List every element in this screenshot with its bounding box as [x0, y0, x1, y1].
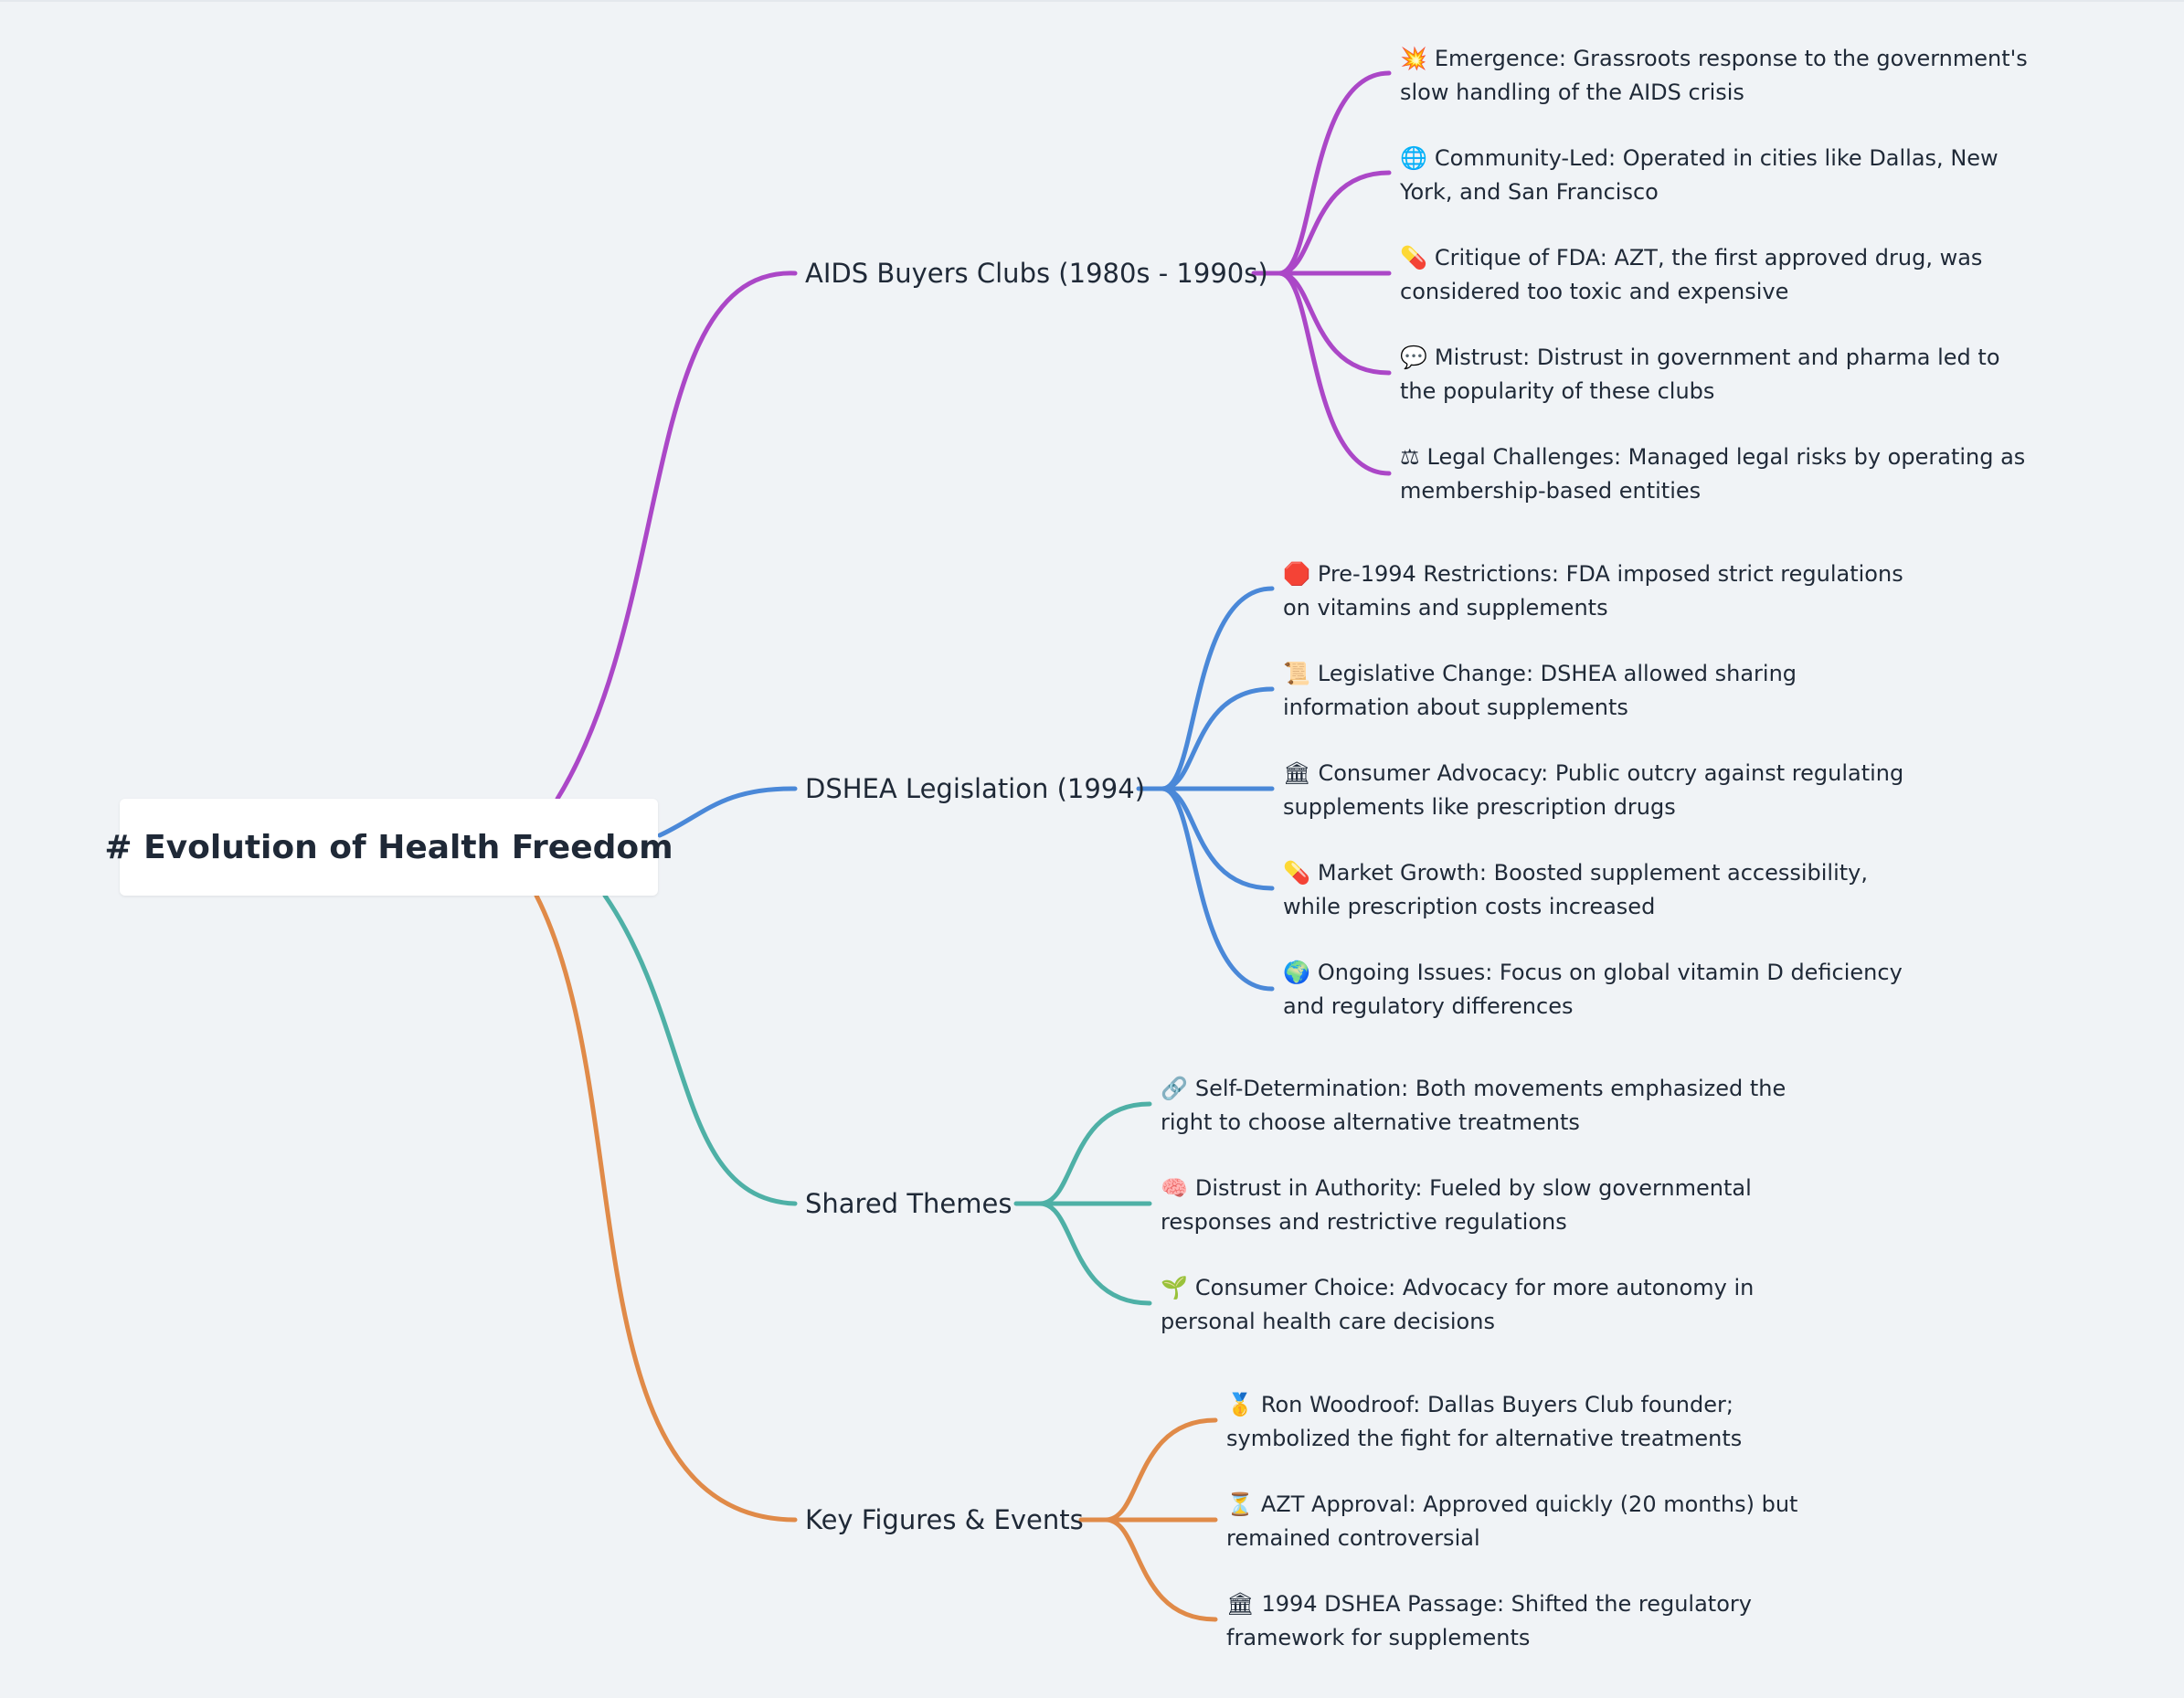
leaf-text: AZT Approval: Approved quickly (20 month… — [1226, 1491, 1798, 1551]
leaf-legislative-change[interactable]: 📜Legislative Change: DSHEA allowed shari… — [1283, 657, 1923, 725]
leaf-consumer-choice[interactable]: 🌱Consumer Choice: Advocacy for more auto… — [1161, 1271, 1800, 1339]
branch-shared-themes[interactable]: Shared Themes — [805, 1182, 1012, 1226]
leaf-self-determination[interactable]: 🔗Self-Determination: Both movements emph… — [1161, 1072, 1800, 1140]
pill-icon: 💊 — [1283, 860, 1310, 886]
leaf-emergence[interactable]: 💥Emergence: Grassroots response to the g… — [1400, 42, 2040, 110]
edge-figures-leaf-3 — [1103, 1517, 1218, 1622]
leaf-ongoing-issues[interactable]: 🌍Ongoing Issues: Focus on global vitamin… — [1283, 956, 1923, 1024]
branch-dshea-legislation[interactable]: DSHEA Legislation (1994) — [805, 767, 1145, 811]
edge-dshea-leaf-2 — [1160, 686, 1275, 791]
branch-label: Shared Themes — [805, 1188, 1012, 1219]
leaf-distrust-in-authority[interactable]: 🧠Distrust in Authority: Fueled by slow g… — [1161, 1172, 1800, 1239]
hourglass-icon: ⏳ — [1226, 1491, 1254, 1517]
leaf-1994-dshea-passage[interactable]: 🏛1994 DSHEA Passage: Shifted the regulat… — [1226, 1587, 1811, 1655]
leaf-legal-challenges[interactable]: ⚖Legal Challenges: Managed legal risks b… — [1400, 440, 2040, 508]
edge-aids-leaf-2 — [1277, 170, 1392, 276]
edge-root-themes — [602, 893, 798, 1206]
edge-dshea-leaf-5 — [1160, 786, 1275, 992]
branch-key-figures-events[interactable]: Key Figures & Events — [805, 1498, 1084, 1542]
pill-icon: 💊 — [1400, 245, 1427, 271]
edge-aids-leaf-5 — [1277, 271, 1392, 476]
scroll-icon: 📜 — [1283, 661, 1310, 686]
seedling-icon: 🌱 — [1161, 1275, 1188, 1300]
edge-aids-leaf-4 — [1277, 271, 1392, 376]
leaf-text: Legislative Change: DSHEA allowed sharin… — [1283, 661, 1797, 720]
speech-bubble-icon: 💬 — [1400, 345, 1427, 370]
star-burst-icon: 💥 — [1400, 46, 1427, 71]
leaf-azt-approval[interactable]: ⏳AZT Approval: Approved quickly (20 mont… — [1226, 1488, 1811, 1555]
edge-figures-leaf-1 — [1103, 1417, 1218, 1523]
scales-icon: ⚖ — [1400, 444, 1420, 470]
edge-root-dshea — [657, 786, 798, 838]
edge-root-figures — [534, 893, 798, 1523]
edge-root-aids — [555, 271, 798, 801]
root-node[interactable]: # Evolution of Health Freedom — [104, 799, 673, 896]
leaf-text: Emergence: Grassroots response to the go… — [1400, 46, 2028, 105]
edge-themes-leaf-3 — [1037, 1201, 1152, 1306]
leaf-text: Self-Determination: Both movements empha… — [1161, 1076, 1786, 1135]
leaf-critique-of-fda[interactable]: 💊Critique of FDA: AZT, the first approve… — [1400, 241, 2040, 309]
leaf-text: Ongoing Issues: Focus on global vitamin … — [1283, 960, 1903, 1019]
leaf-text: Community-Led: Operated in cities like D… — [1400, 145, 1998, 205]
leaf-text: Mistrust: Distrust in government and pha… — [1400, 345, 2000, 404]
leaf-mistrust[interactable]: 💬Mistrust: Distrust in government and ph… — [1400, 341, 2040, 409]
leaf-consumer-advocacy[interactable]: 🏛Consumer Advocacy: Public outcry agains… — [1283, 757, 1923, 824]
leaf-text: Market Growth: Boosted supplement access… — [1283, 860, 1869, 919]
leaf-text: Distrust in Authority: Fueled by slow go… — [1161, 1175, 1752, 1235]
branch-label: AIDS Buyers Clubs (1980s - 1990s) — [805, 258, 1268, 289]
brain-icon: 🧠 — [1161, 1175, 1188, 1201]
medal-icon: 🥇 — [1226, 1392, 1254, 1417]
branch-label: DSHEA Legislation (1994) — [805, 773, 1146, 804]
leaf-text: Consumer Choice: Advocacy for more auton… — [1161, 1275, 1755, 1334]
classical-building-icon: 🏛 — [1283, 760, 1311, 786]
root-title: # Evolution of Health Freedom — [104, 828, 673, 866]
leaf-pre-1994-restrictions[interactable]: 🛑Pre-1994 Restrictions: FDA imposed stri… — [1283, 557, 1923, 625]
link-icon: 🔗 — [1161, 1076, 1188, 1101]
edge-themes-leaf-1 — [1037, 1101, 1152, 1206]
leaf-market-growth[interactable]: 💊Market Growth: Boosted supplement acces… — [1283, 856, 1923, 924]
leaf-text: Ron Woodroof: Dallas Buyers Club founder… — [1226, 1392, 1743, 1451]
leaf-ron-woodroof[interactable]: 🥇Ron Woodroof: Dallas Buyers Club founde… — [1226, 1388, 1811, 1456]
edge-dshea-leaf-4 — [1160, 786, 1275, 891]
leaf-text: Legal Challenges: Managed legal risks by… — [1400, 444, 2026, 504]
leaf-community-led[interactable]: 🌐Community-Led: Operated in cities like … — [1400, 142, 2040, 209]
branch-aids-buyers-clubs[interactable]: AIDS Buyers Clubs (1980s - 1990s) — [805, 251, 1268, 295]
globe-icon: 🌐 — [1400, 145, 1427, 171]
edge-dshea-leaf-1 — [1160, 586, 1275, 791]
stop-sign-icon: 🛑 — [1283, 561, 1310, 587]
classical-building-icon: 🏛 — [1226, 1591, 1255, 1617]
leaf-text: Consumer Advocacy: Public outcry against… — [1283, 760, 1904, 820]
edge-aids-leaf-1 — [1277, 70, 1392, 276]
earth-globe-icon: 🌍 — [1283, 960, 1310, 985]
leaf-text: 1994 DSHEA Passage: Shifted the regulato… — [1226, 1591, 1752, 1650]
branch-label: Key Figures & Events — [805, 1504, 1084, 1535]
leaf-text: Pre-1994 Restrictions: FDA imposed stric… — [1283, 561, 1903, 621]
leaf-text: Critique of FDA: AZT, the first approved… — [1400, 245, 1983, 304]
